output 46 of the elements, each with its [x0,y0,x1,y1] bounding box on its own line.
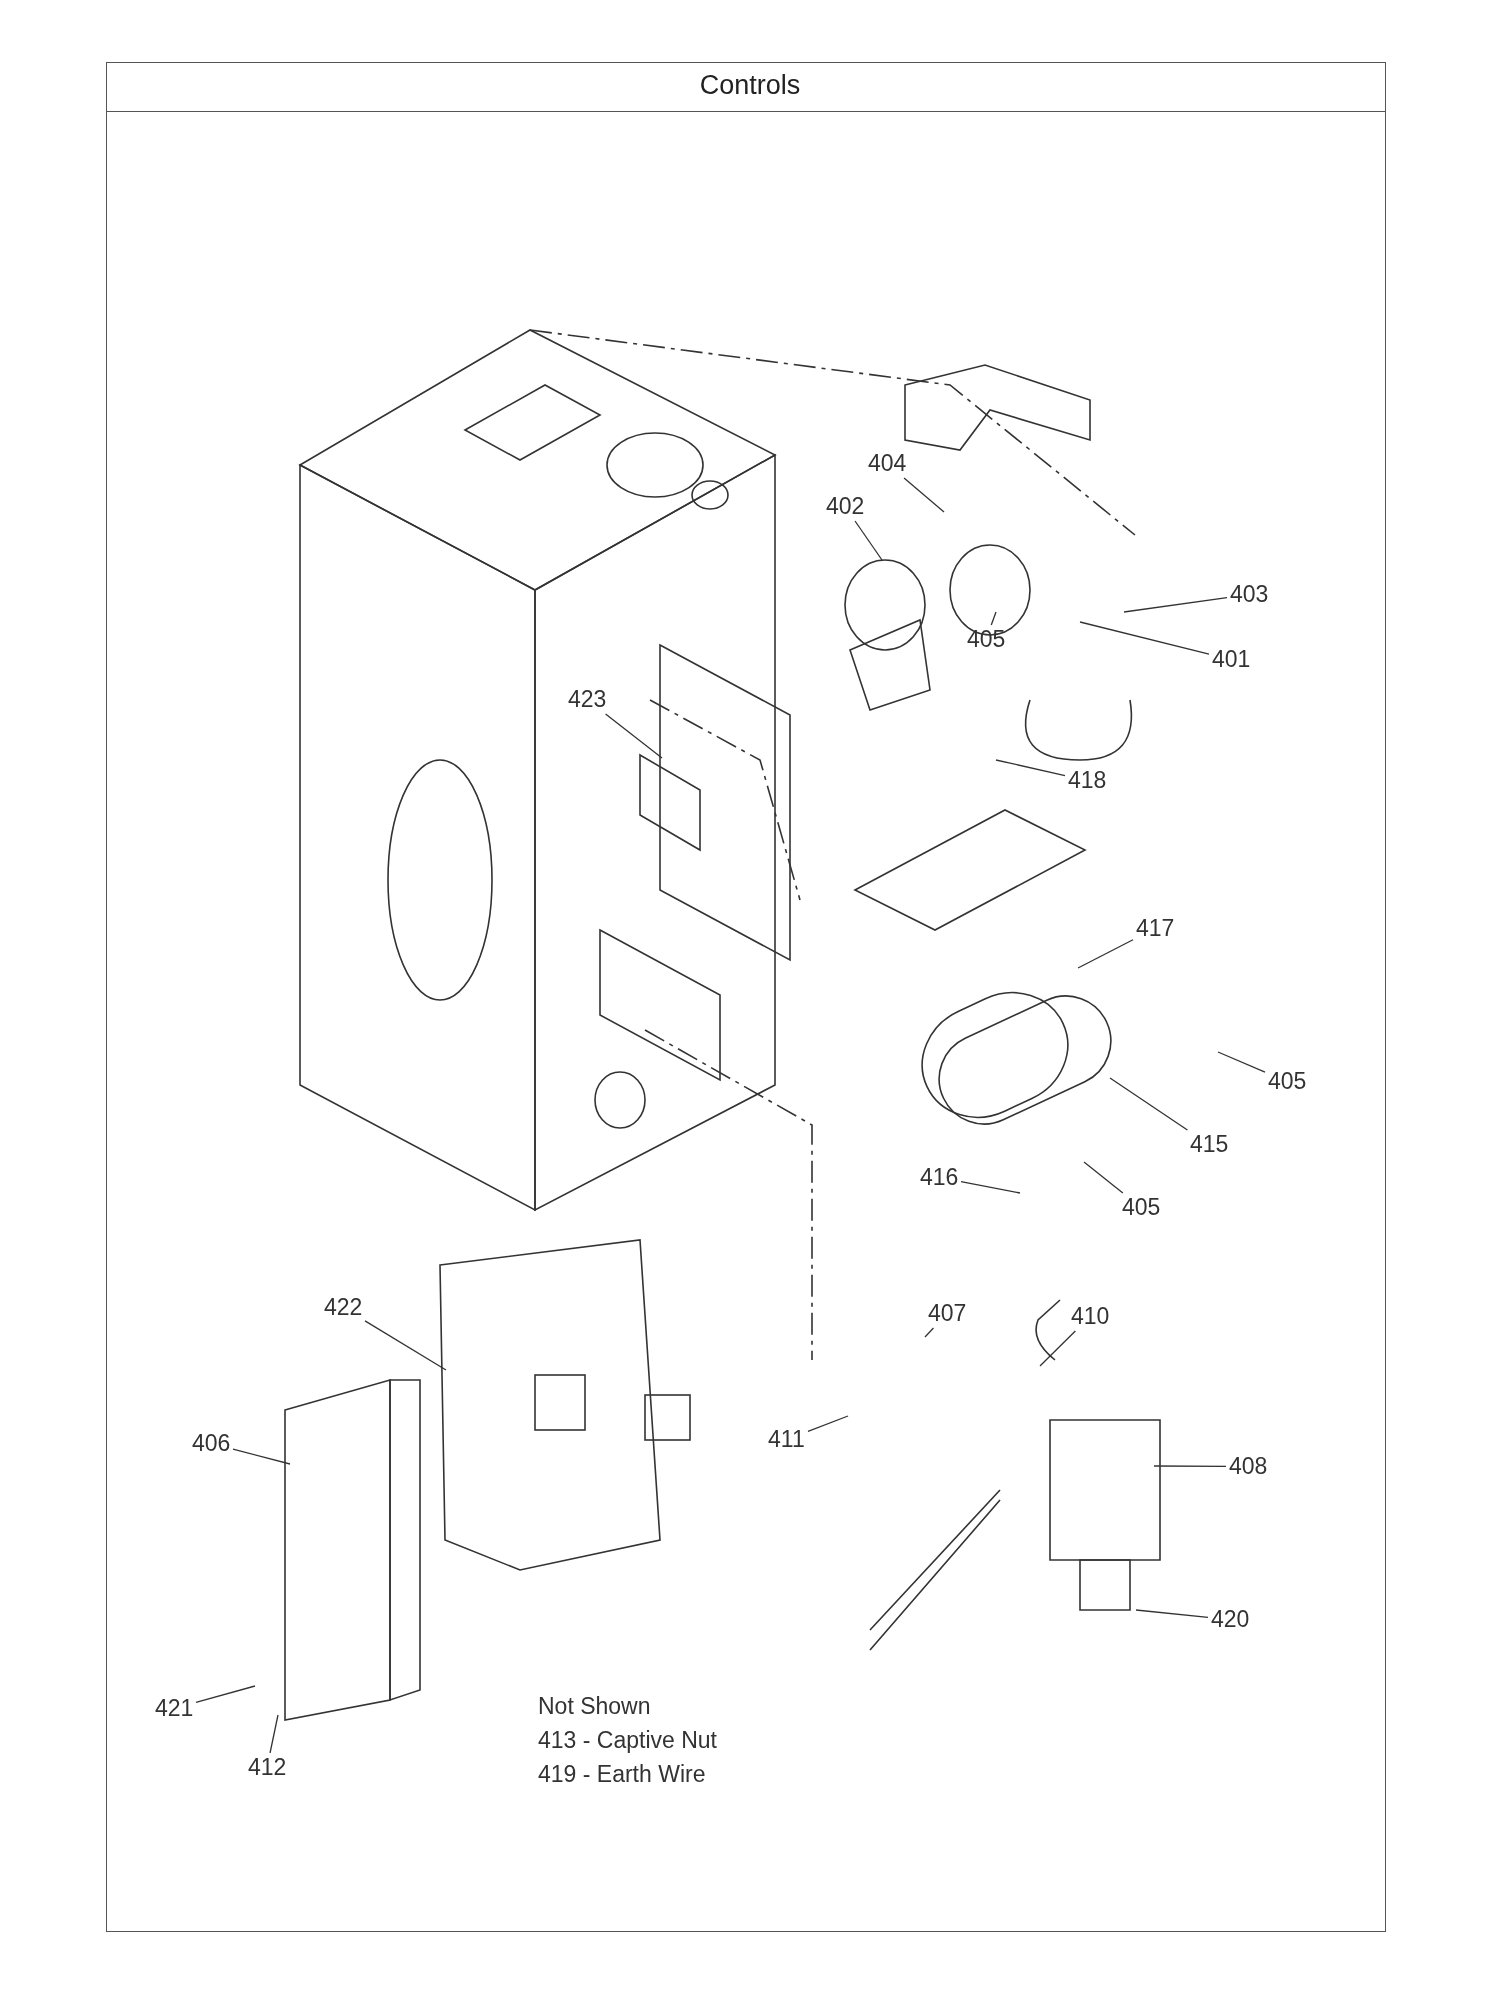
callout-number: 421 [155,1697,194,1720]
callout-number: 412 [248,1756,287,1779]
leader-line [924,1327,935,1338]
leader-line [364,1320,447,1371]
leader-line [995,759,1066,777]
callout-number: 416 [920,1166,959,1189]
callout-number: 422 [324,1296,363,1319]
callout-number: 410 [1071,1305,1110,1328]
callout-number: 408 [1229,1455,1268,1478]
callout-number: 415 [1190,1133,1229,1156]
leader-line [903,477,945,513]
callout-number: 406 [192,1432,231,1455]
callout-number: 407 [928,1302,967,1325]
leader-line [269,1714,279,1754]
callout-number: 405 [1122,1196,1161,1219]
leader-line [990,611,997,626]
callout-number: 402 [826,495,865,518]
callout-number: 401 [1212,648,1251,671]
callout-number: 405 [967,628,1006,651]
callout-number: 417 [1136,917,1175,940]
leader-line [1077,939,1134,969]
callout-number: 403 [1230,583,1269,606]
leader-line [1217,1051,1266,1073]
leader-line [854,520,883,561]
callout-number: 405 [1268,1070,1307,1093]
leader-line [1153,1465,1227,1468]
callout-number: 411 [768,1428,805,1451]
leader-line [232,1448,291,1465]
leader-line [807,1415,849,1432]
callout-number: 404 [868,452,907,475]
leader-line [604,713,663,759]
leader-line [1123,596,1228,613]
callout-number: 420 [1211,1608,1250,1631]
note-heading: Not Shown [538,1693,651,1720]
leader-line [1135,1609,1209,1618]
leader-line [195,1685,256,1704]
note: 413 - Captive Nut [538,1727,717,1754]
leader-line [1039,1330,1076,1367]
callout-number: 423 [568,688,607,711]
leader-line [960,1181,1021,1194]
leader-line [1079,621,1210,655]
leader-line [1109,1077,1189,1131]
leader-line [1083,1161,1124,1194]
title: Controls [699,70,801,101]
note: 419 - Earth Wire [538,1761,706,1788]
callout-number: 418 [1068,769,1107,792]
